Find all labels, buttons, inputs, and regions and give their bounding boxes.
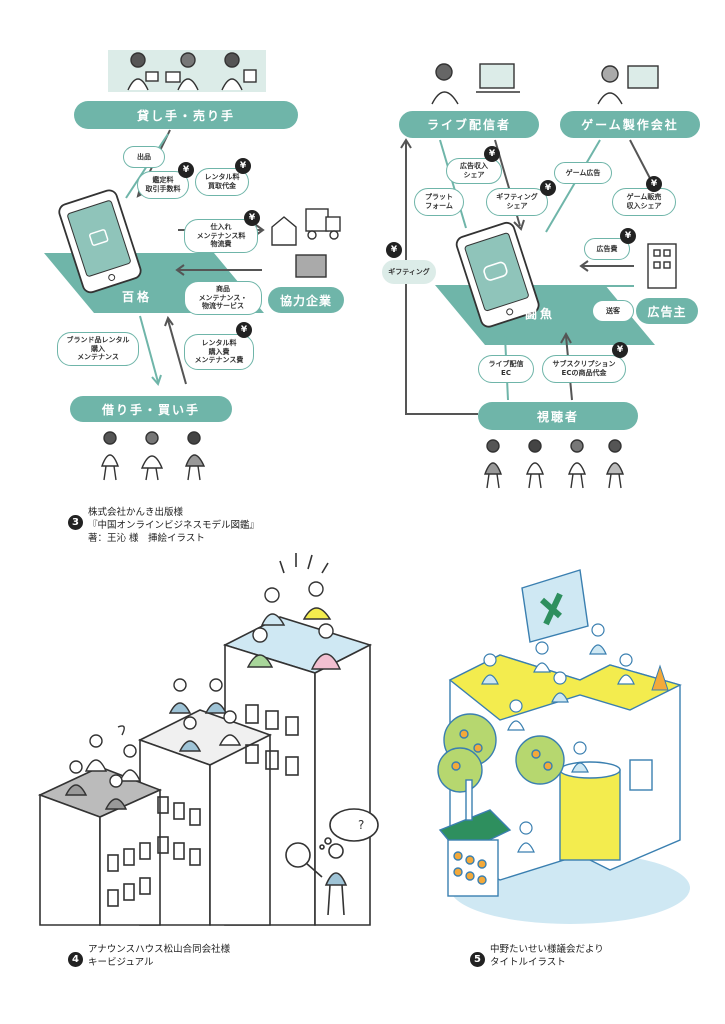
bubble-game-ad: ゲーム広告	[554, 162, 612, 184]
caption-3: 株式会社かんき出版様 『中国オンラインビジネスモデル図鑑』 著：王沁 様 挿絵イ…	[88, 507, 259, 545]
bubble-game-sales: ゲーム販売 収入シェア	[612, 188, 676, 216]
lenders-people	[127, 52, 257, 91]
caption-4: アナウンスハウス松山合同会社様 キービジュアル	[88, 944, 230, 970]
bubble-rental-buy: レンタル料 購入費 メンテナンス費	[184, 334, 254, 370]
advertiser-building	[647, 243, 677, 289]
yen-icon: ¥	[484, 146, 500, 162]
yen-icon: ¥	[244, 210, 260, 226]
bubble-purchase: 仕入れ メンテナンス料 物流費	[184, 219, 258, 253]
bubble-platform: プラット フォーム	[414, 188, 464, 216]
borrowers-people	[101, 431, 206, 481]
caption-number-5: 5	[470, 952, 485, 967]
bubble-gifting: ギフティング	[382, 260, 436, 284]
bubble-subscription: サブスクリプション ECの商品代金	[542, 355, 626, 383]
yen-icon: ¥	[612, 342, 628, 358]
yen-icon: ¥	[235, 158, 251, 174]
game-company-box: ゲーム製作会社	[560, 111, 700, 138]
caption-3-line: 株式会社かんき出版様	[88, 507, 184, 518]
svg-text:?: ?	[358, 818, 364, 832]
baige-label: 百格	[122, 290, 153, 304]
yen-icon: ¥	[236, 322, 252, 338]
bubble-goods: 商品 メンテナンス・ 物流サービス	[184, 281, 262, 315]
yen-icon: ¥	[540, 180, 556, 196]
bubble-send: 送客	[592, 300, 634, 322]
partner-box: 協力企業	[268, 287, 344, 313]
streamer-illustration	[431, 63, 520, 105]
advertiser-box: 広告主	[636, 298, 698, 324]
caption-5: 中野たいせい様議会だより タイトルイラスト	[490, 944, 604, 970]
bubble-brand: ブランド品レンタル 購入 メンテナンス	[57, 332, 139, 366]
lenders-box: 貸し手・売り手	[74, 101, 298, 129]
yen-icon: ¥	[178, 162, 194, 178]
caption-number-4: 4	[68, 952, 83, 967]
bubble-ad-fee: 広告費	[584, 238, 630, 260]
caption-5-line: タイトルイラスト	[490, 956, 566, 968]
partner-icons	[271, 208, 341, 278]
title-illustration	[437, 569, 690, 924]
caption-5-line: 中野たいせい様議会だより	[490, 944, 604, 955]
bubble-ad-share: 広告収入 シェア	[446, 158, 502, 184]
yen-icon: ¥	[646, 176, 662, 192]
bubble-gifting-share: ギフティング シェア	[486, 188, 548, 216]
caption-3-line: 『中国オンラインビジネスモデル図鑑』	[88, 519, 260, 531]
caption-3-line: 著：王沁 様 挿絵イラスト	[88, 532, 205, 544]
yen-icon: ¥	[620, 228, 636, 244]
bubble-live-ec: ライブ配信 EC	[478, 355, 534, 383]
bubble-listing: 出品	[123, 146, 165, 168]
douyu-label: 闘魚	[525, 307, 556, 321]
caption-4-line: キービジュアル	[88, 956, 154, 968]
caption-number-3: 3	[68, 515, 83, 530]
borrowers-box: 借り手・買い手	[70, 396, 232, 422]
yen-icon: ¥	[386, 242, 402, 258]
caption-4-line: アナウンスハウス松山合同会社様	[88, 944, 231, 955]
key-visual-buildings: ?	[37, 553, 379, 926]
game-illustration	[597, 65, 659, 105]
viewer-box: 視聴者	[478, 402, 638, 430]
streamer-box: ライブ配信者	[399, 111, 539, 138]
viewers-people	[484, 439, 624, 489]
douyu-platform	[435, 221, 655, 345]
